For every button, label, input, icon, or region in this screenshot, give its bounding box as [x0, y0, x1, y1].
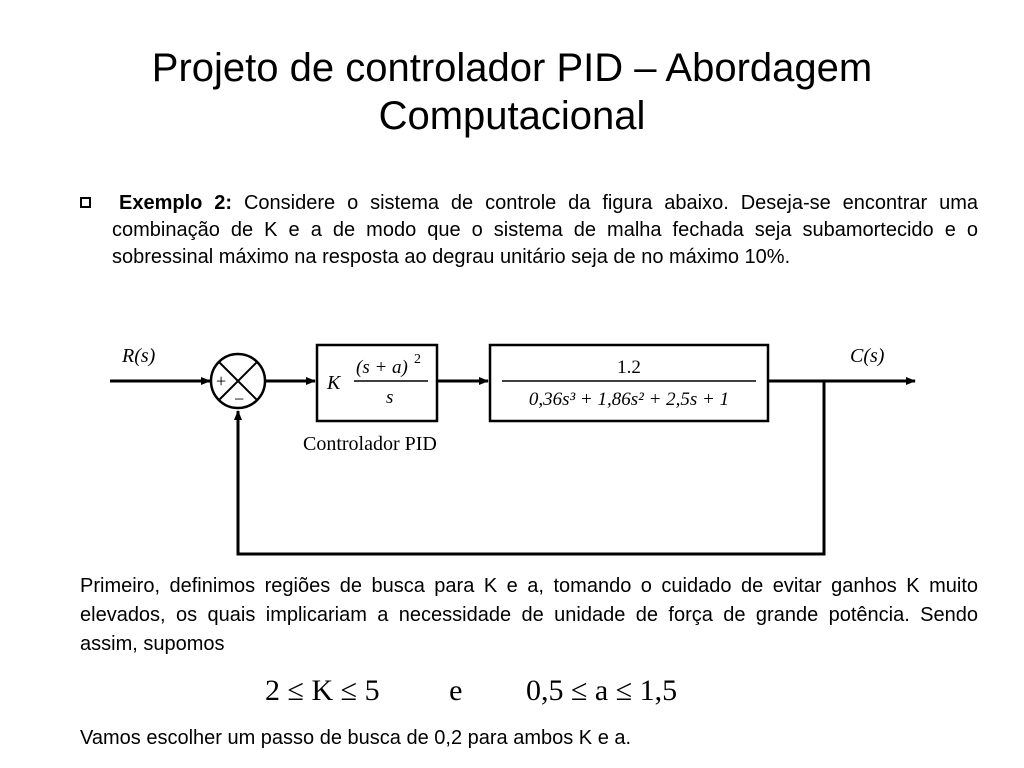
example-text: Considere o sistema de controle da figur…	[112, 192, 978, 268]
input-label: R(s)	[121, 345, 156, 367]
slide-title: Projeto de controlador PID – Abordagem C…	[60, 44, 964, 140]
inequality-joiner: e	[449, 674, 463, 707]
output-label: C(s)	[850, 345, 885, 367]
k-range: 2 ≤ K ≤ 5	[265, 674, 380, 707]
pid-exponent: 2	[414, 352, 421, 367]
plant-block: 1.2 0,36s³ + 1,86s² + 2,5s + 1	[488, 343, 770, 423]
checkbox-bullet-icon	[80, 197, 91, 208]
pid-numerator: (s + a)	[356, 357, 408, 378]
example-paragraph: Exemplo 2: Considere o sistema de contro…	[112, 190, 978, 271]
search-inequality: 2 ≤ K ≤ 5 e 0,5 ≤ a ≤ 1,5	[265, 674, 677, 708]
title-line-2: Computacional	[378, 94, 646, 138]
feedback-path	[234, 381, 826, 556]
search-region-paragraph: Primeiro, definimos regiões de busca par…	[80, 575, 978, 655]
example-label: Exemplo 2:	[119, 192, 233, 214]
sum-minus-sign: −	[234, 389, 244, 409]
plant-numerator: 1.2	[617, 357, 641, 378]
step-paragraph: Vamos escolher um passo de busca de 0,2 …	[80, 727, 632, 749]
pid-gain: K	[326, 372, 342, 394]
summing-junction: + −	[209, 352, 267, 410]
title-line-1: Projeto de controlador PID – Abordagem	[151, 46, 873, 90]
sum-plus-sign: +	[216, 371, 226, 391]
pid-block: K (s + a) 2 s	[315, 343, 439, 423]
example-bullet: Exemplo 2: Considere o sistema de contro…	[80, 190, 978, 271]
plant-denominator: 0,36s³ + 1,86s² + 2,5s + 1	[529, 389, 729, 410]
pid-denominator: s	[386, 387, 393, 408]
block-diagram: R(s) + − K (s + a) 2 s Controlador PID 1…	[110, 343, 916, 556]
pid-caption: Controlador PID	[303, 433, 437, 455]
a-range: 0,5 ≤ a ≤ 1,5	[525, 674, 678, 707]
